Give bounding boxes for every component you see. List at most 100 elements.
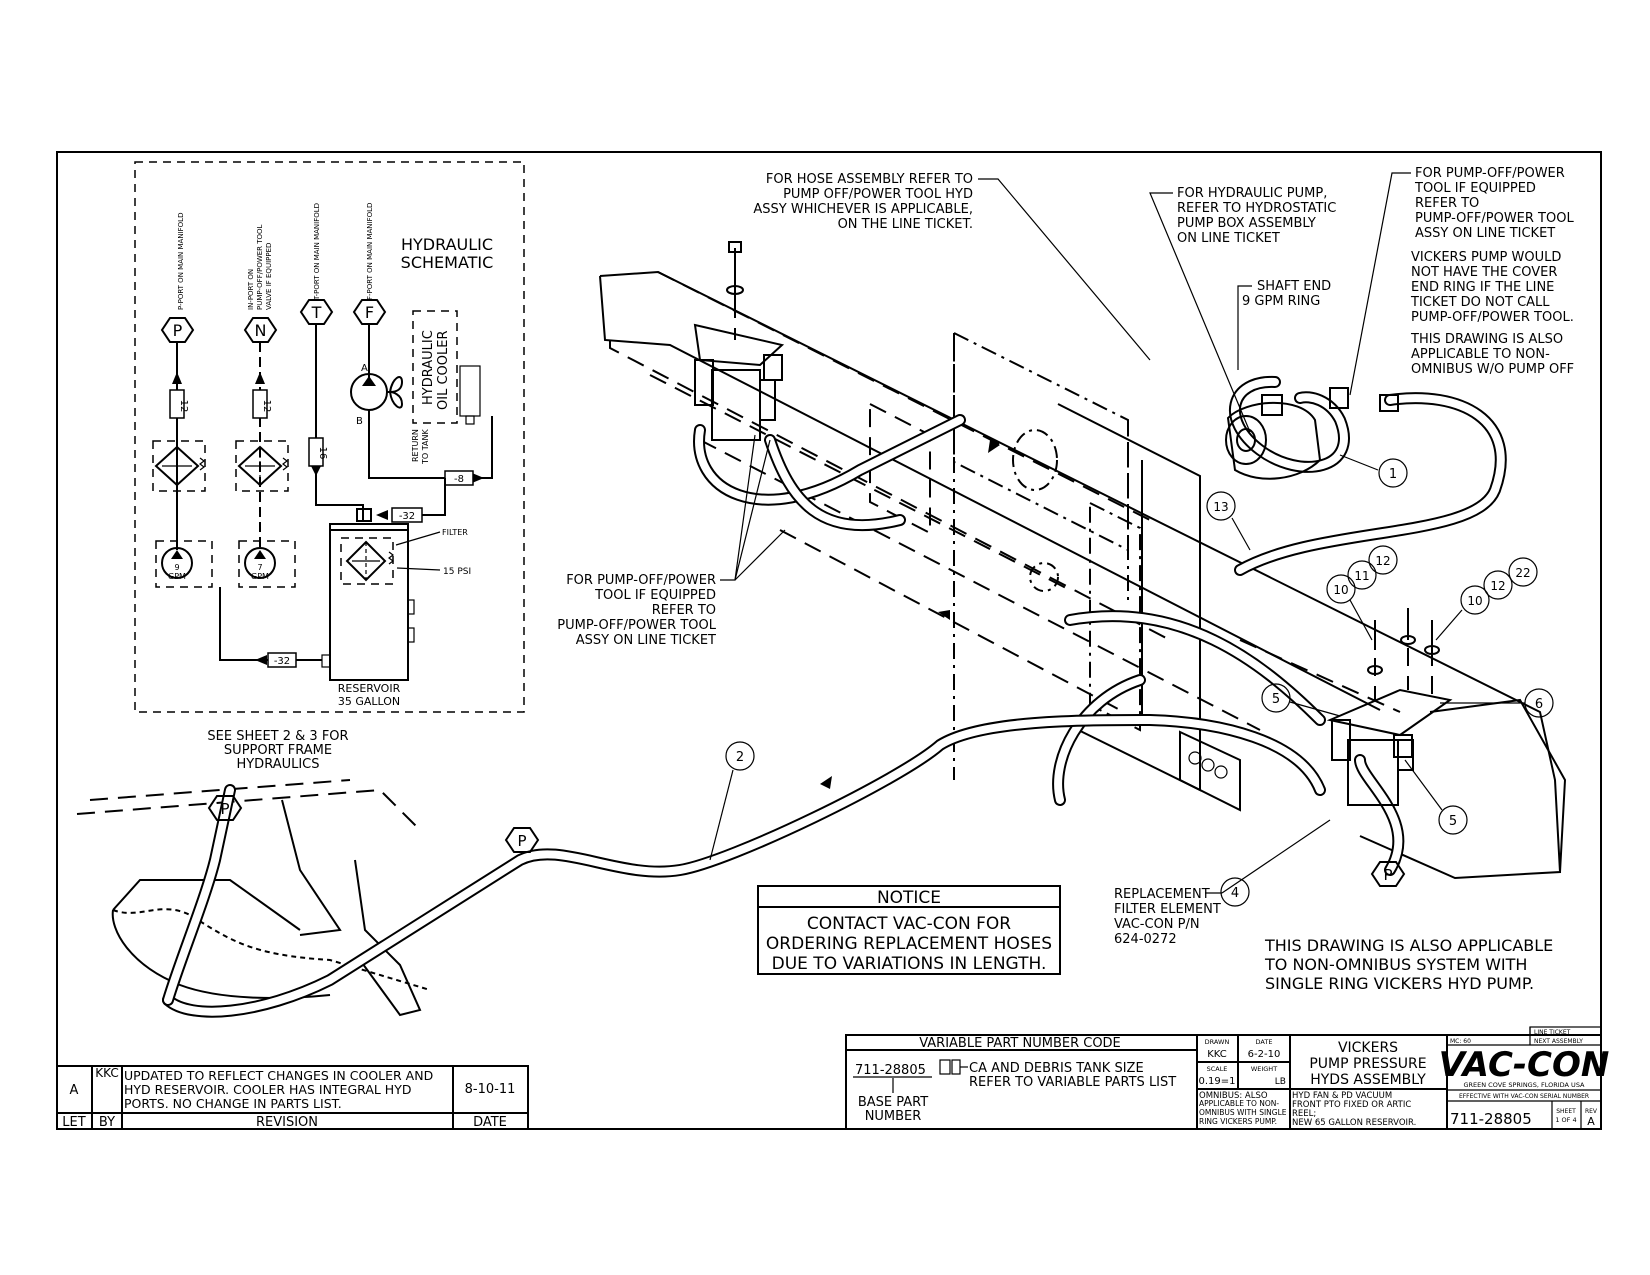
svg-text:THIS DRAWING IS ALSO APPLICABL: THIS DRAWING IS ALSO APPLICABLE [1264,936,1553,955]
reservoir-symbol [321,508,415,681]
callout-pump-off-left: FOR PUMP-OFF/POWER TOOL IF EQUIPPED REFE… [557,434,786,648]
schematic-title-line1: HYDRAULIC [401,235,493,254]
hose-size-n: -12 [252,389,272,419]
svg-text:624-0272: 624-0272 [1114,932,1177,947]
isometric-assembly: P P P [76,241,1567,1018]
svg-text:ASSY ON LINE TICKET: ASSY ON LINE TICKET [576,633,716,648]
svg-text:REFER TO: REFER TO [1415,196,1479,211]
svg-text:APPLICABLE TO NON-: APPLICABLE TO NON- [1199,1099,1279,1108]
svg-text:-32: -32 [399,511,415,522]
svg-text:REFER TO VARIABLE PARTS LIST: REFER TO VARIABLE PARTS LIST [969,1075,1176,1090]
svg-text:EFFECTIVE WITH VAC-CON SERIAL: EFFECTIVE WITH VAC-CON SERIAL NUMBER [1459,1093,1589,1100]
port-p-hexagon: P [160,317,195,343]
svg-text:REV: REV [1585,1108,1598,1115]
svg-text:REFER TO: REFER TO [652,603,716,618]
svg-text:P: P [1383,866,1392,884]
svg-text:NEW 65 GALLON RESERVOIR.: NEW 65 GALLON RESERVOIR. [1292,1118,1416,1128]
balloon-11: 11 [1347,560,1377,590]
svg-text:TICKET DO NOT CALL: TICKET DO NOT CALL [1410,295,1550,310]
svg-text:10: 10 [1467,594,1482,608]
balloon-12b: 12 [1483,570,1513,600]
svg-text:LINE TICKET: LINE TICKET [1534,1029,1571,1036]
svg-text:FOR HOSE ASSEMBLY REFER TO: FOR HOSE ASSEMBLY REFER TO [766,172,973,187]
svg-text:-32: -32 [274,656,290,667]
svg-text:BASE PART: BASE PART [858,1095,928,1110]
hose-size-p: -12 [169,389,189,419]
svg-text:ON THE LINE TICKET.: ON THE LINE TICKET. [838,217,973,232]
svg-text:DUE TO VARIATIONS IN LENGTH.: DUE TO VARIATIONS IN LENGTH. [772,954,1047,974]
hose-size-return: -8 [444,470,474,486]
svg-text:OMNIBUS W/O PUMP OFF: OMNIBUS W/O PUMP OFF [1411,362,1574,377]
svg-text:0.19=1: 0.19=1 [1198,1076,1235,1087]
svg-text:ASSY ON LINE TICKET: ASSY ON LINE TICKET [1415,226,1555,241]
svg-text:KKC: KKC [1207,1049,1227,1060]
hose-size-reservoir-in: -32 [391,507,423,523]
balloon-2: 2 [709,741,755,861]
svg-text:10: 10 [1333,583,1348,597]
svg-text:N: N [255,321,267,340]
svg-text:22: 22 [1515,566,1530,580]
svg-text:DATE: DATE [1256,1038,1273,1046]
svg-text:PUMP PRESSURE: PUMP PRESSURE [1309,1056,1426,1072]
svg-text:ASSY WHICHEVER IS APPLICABLE,: ASSY WHICHEVER IS APPLICABLE, [753,202,973,217]
svg-text:-12: -12 [178,396,189,412]
svg-text:1: 1 [1389,467,1397,482]
svg-text:5: 5 [1449,814,1457,829]
svg-text:HYDRAULICS: HYDRAULICS [236,757,319,772]
hose-size-suction: -32 [267,652,297,668]
svg-text:ORDERING REPLACEMENT HOSES: ORDERING REPLACEMENT HOSES [766,934,1052,954]
svg-text:8-10-11: 8-10-11 [465,1082,516,1097]
svg-text:GREEN COVE SPRINGS, FLORIDA US: GREEN COVE SPRINGS, FLORIDA USA [1463,1081,1585,1089]
pressure-marker-3: P [1370,861,1406,887]
svg-text:NOTICE: NOTICE [877,888,941,908]
svg-text:LB: LB [1275,1077,1286,1087]
balloon-5a: 5 [1261,683,1341,717]
svg-text:PUMP-OFF/POWER TOOL: PUMP-OFF/POWER TOOL [1415,211,1574,226]
svg-text:VICKERS: VICKERS [1338,1040,1398,1056]
svg-text:B: B [356,416,363,427]
svg-text:FOR PUMP-OFF/POWER: FOR PUMP-OFF/POWER [566,573,716,588]
callout-replacement-filter: REPLACEMENT FILTER ELEMENT VAC-CON P/N 6… [1114,887,1222,947]
svg-text:A: A [361,363,368,374]
svg-text:PORTS. NO CHANGE IN PARTS LIST: PORTS. NO CHANGE IN PARTS LIST. [124,1096,342,1111]
schematic-frame [134,161,525,713]
svg-text:GPM: GPM [251,572,269,581]
title-block: DRAWN KKC DATE 6-2-10 SCALE 0.19=1 WEIGH… [1196,1026,1610,1130]
balloon-1: 1 [1339,454,1408,488]
svg-text:A: A [70,1083,79,1098]
svg-text:P: P [517,832,526,850]
svg-text:REPLACEMENT: REPLACEMENT [1114,887,1210,902]
svg-text:5: 5 [1272,692,1280,707]
svg-text:OIL COOLER: OIL COOLER [436,331,451,410]
port-n-hexagon: N [243,317,278,343]
svg-text:HYD RESERVOIR. COOLER HAS INT: HYD RESERVOIR. COOLER HAS INTEGRAL HYD [124,1082,411,1097]
psi-label: 15 PSI [443,567,471,577]
callout-see-sheet: SEE SHEET 2 & 3 FOR SUPPORT FRAME HYDRAU… [207,729,348,772]
svg-text:CA AND DEBRIS TANK SIZE: CA AND DEBRIS TANK SIZE [969,1061,1144,1076]
svg-text:HYDS ASSEMBLY: HYDS ASSEMBLY [1310,1072,1426,1088]
svg-text:END RING IF THE LINE: END RING IF THE LINE [1411,280,1554,295]
oil-cooler-symbol: HYDRAULIC OIL COOLER [412,310,481,425]
svg-text:2: 2 [736,750,744,765]
svg-text:11: 11 [1354,569,1369,583]
callout-vickers-note: VICKERS PUMP WOULD NOT HAVE THE COVER EN… [1410,250,1574,325]
svg-text:UPDATED TO REFLECT CHANGES IN: UPDATED TO REFLECT CHANGES IN COOLER AND [124,1068,433,1083]
pump-9-gpm: 9 GPM [155,540,213,588]
svg-text:DATE: DATE [473,1115,507,1130]
svg-text:MC: 60: MC: 60 [1450,1038,1471,1045]
return-to-tank-label-1: RETURN [411,429,420,462]
pressure-marker-1: P [207,795,243,821]
f-port-label: F-PORT ON MAIN MANIFOLD [366,203,374,300]
svg-text:CONTACT VAC-CON FOR: CONTACT VAC-CON FOR [807,914,1011,934]
svg-text:13: 13 [1213,500,1228,514]
revision-block: A KKC UPDATED TO REFLECT CHANGES IN COOL… [56,1065,529,1130]
svg-text:12: 12 [1490,579,1505,593]
balloon-13: 13 [1206,491,1251,551]
vac-con-logo: VAC-CON [1439,1045,1610,1085]
balloon-6: 6 [1440,688,1554,718]
vickers-pump [1225,387,1399,480]
svg-text:P: P [220,800,229,818]
svg-text:OMNIBUS WITH SINGLE: OMNIBUS WITH SINGLE [1199,1108,1287,1117]
svg-text:7: 7 [257,563,262,572]
